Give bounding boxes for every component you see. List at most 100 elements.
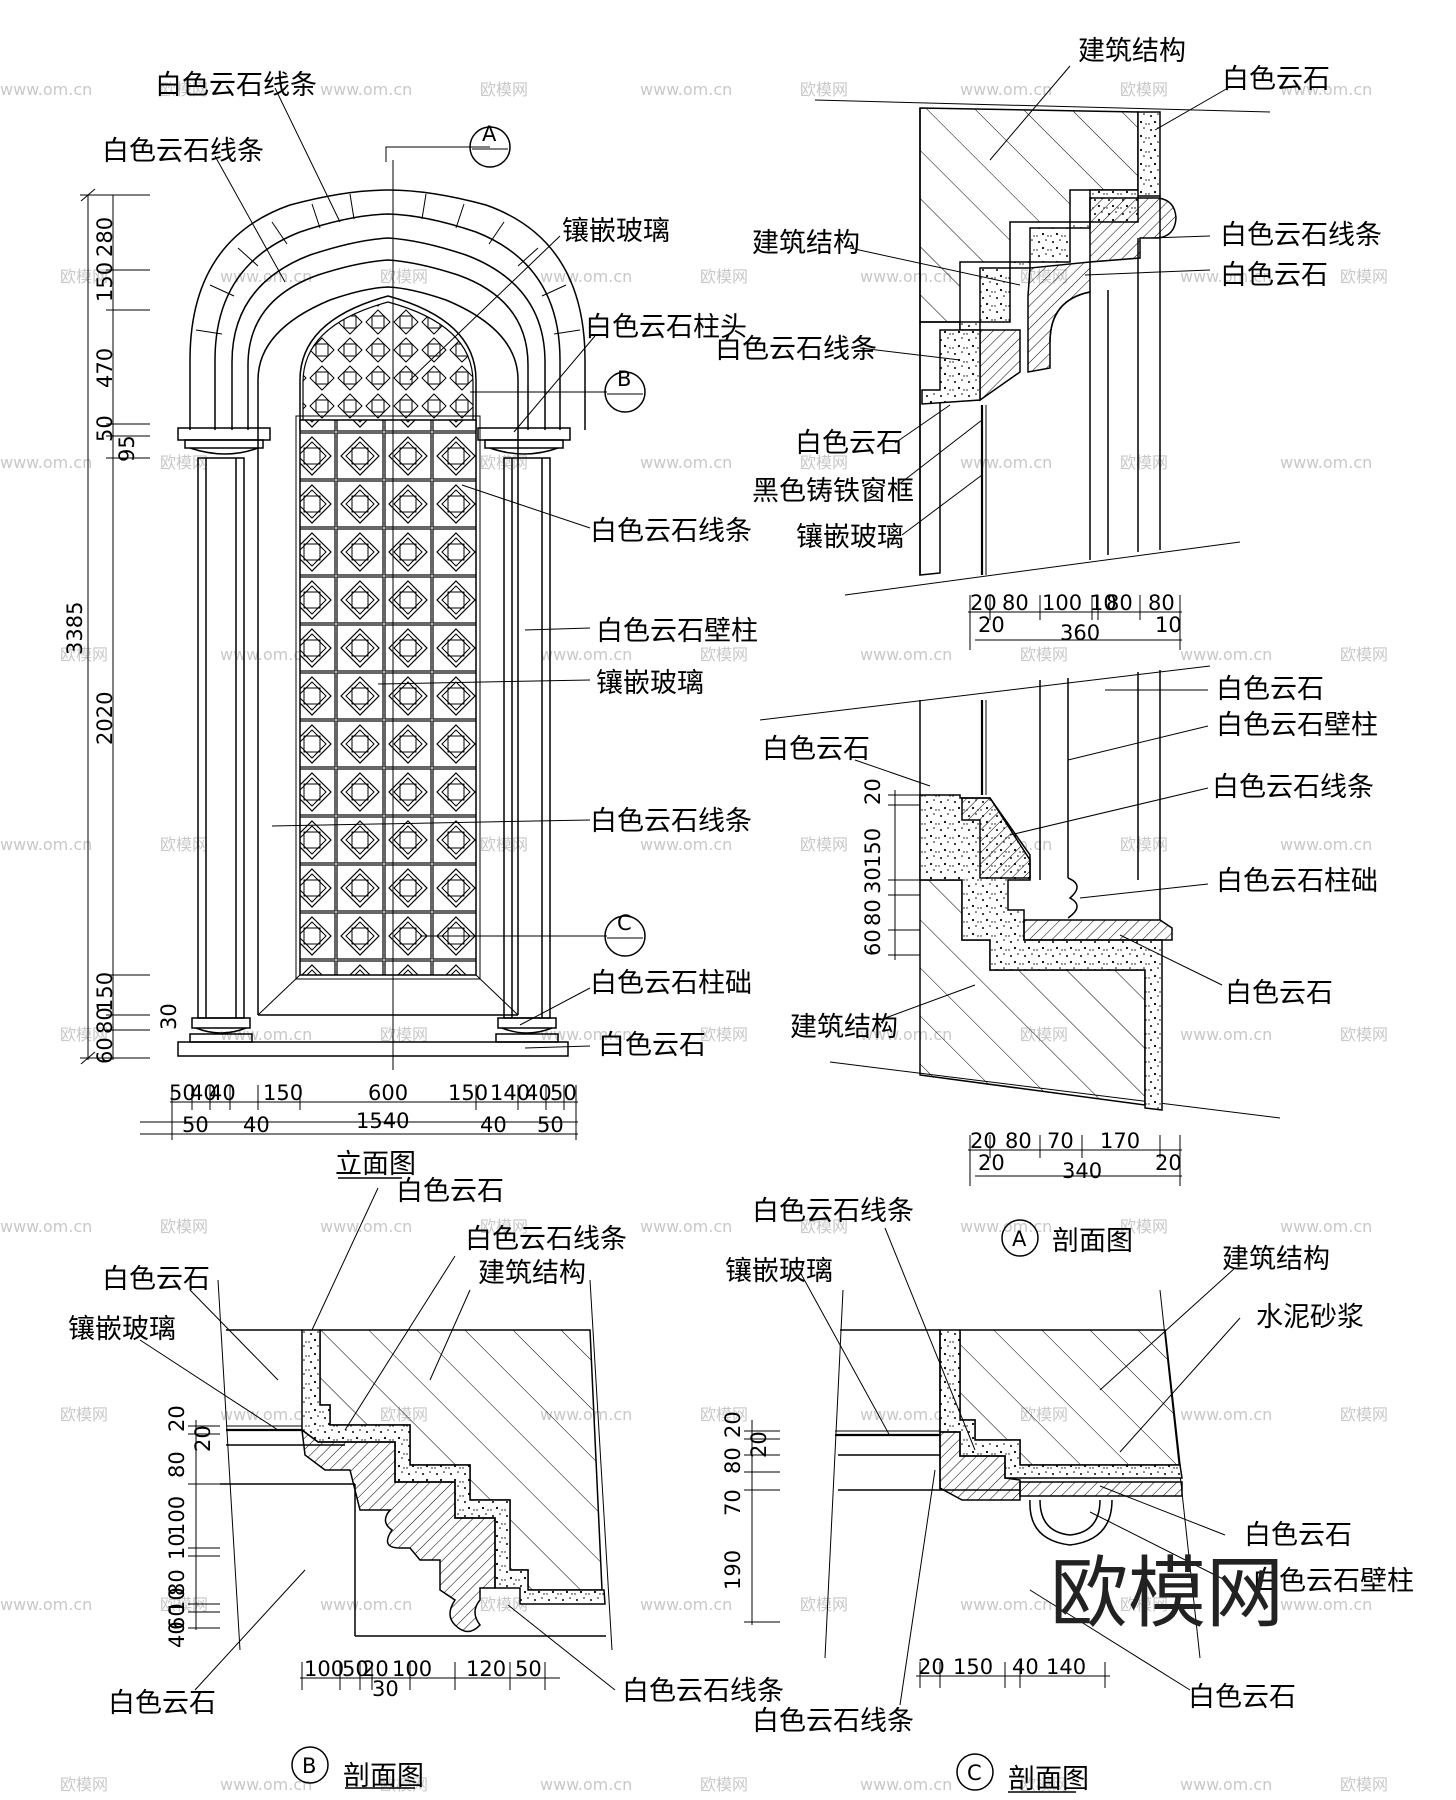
dim-v-470: 470 (93, 348, 117, 388)
dim-v-150b: 150 (93, 972, 117, 1012)
dim-c-v80: 80 (721, 1447, 745, 1474)
label-a-molding-b: 白色云石线条 (1212, 772, 1374, 803)
elevation-drawing (80, 87, 646, 1179)
dim-h-40: 40 (190, 1081, 217, 1105)
label-a-pilaster: 白色云石壁柱 (1216, 710, 1378, 741)
watermark-text: 欧模网 (1120, 453, 1168, 472)
watermark-text: www.om.cn (1180, 1405, 1272, 1424)
dim-v-280: 280 (93, 217, 117, 257)
watermark-text: www.om.cn (1280, 835, 1372, 854)
watermark-text: 欧模网 (60, 267, 108, 286)
section-a-drawing (759, 65, 1281, 1257)
watermark-text: 欧模网 (1340, 1025, 1388, 1044)
watermark-text: 欧模网 (480, 1595, 528, 1614)
dim-a-v80: 80 (861, 899, 885, 926)
section-b-labels: 白色云石 白色云石线条 建筑结构 白色云石 镶嵌玻璃 白色云石 白色云石线条 2… (68, 1176, 784, 1792)
watermark-text: 欧模网 (480, 1217, 528, 1236)
watermark-text: 欧模网 (800, 1595, 848, 1614)
watermark-text: www.om.cn (220, 1775, 312, 1794)
dim-v-2020: 2020 (93, 692, 117, 745)
watermark-text: 欧模网 (160, 80, 208, 99)
watermark-text: 欧模网 (1120, 835, 1168, 854)
label-elev-glass-mid: 镶嵌玻璃 (596, 668, 704, 699)
label-a-base: 白色云石柱础 (1216, 866, 1378, 897)
label-a-glass: 镶嵌玻璃 (796, 522, 904, 553)
brand-watermark: 欧模网 (1050, 1549, 1284, 1639)
dim-h-140: 140 (490, 1081, 530, 1105)
watermark-text: www.om.cn (320, 1595, 412, 1614)
watermark-text: www.om.cn (640, 453, 732, 472)
dim-h-40c: 40 (525, 1081, 552, 1105)
watermark-text: www.om.cn (1180, 267, 1272, 286)
dim-a-10: 10 (1090, 591, 1117, 615)
label-c-mortar: 水泥砂浆 (1256, 1302, 1364, 1333)
watermark-text: www.om.cn (640, 1217, 732, 1236)
label-c-structure: 建筑结构 (1222, 1244, 1330, 1275)
dim-b-v20: 20 (165, 1405, 189, 1432)
section-c-labels: 白色云石线条 镶嵌玻璃 建筑结构 水泥砂浆 白色云石 白色云石壁柱 白色云石 白… (721, 1196, 1414, 1795)
dim-b-50: 50 (342, 1657, 369, 1681)
watermark-text: www.om.cn (0, 1595, 92, 1614)
section-b-marker: B (302, 1754, 316, 1778)
section-a-dims: 20 80 100 10 80 80 20 360 10 20 150 30 8… (861, 591, 1182, 1183)
dim-a-360: 360 (1060, 621, 1100, 645)
dim-b-v40: 40 (165, 1621, 189, 1648)
watermark-text: 欧模网 (800, 80, 848, 99)
watermark-text: www.om.cn (0, 835, 92, 854)
watermark-text: 欧模网 (1340, 267, 1388, 286)
dim-v-80: 80 (93, 1007, 117, 1034)
dim-b-20: 20 (362, 1657, 389, 1681)
watermark-text: 欧模网 (1020, 1775, 1068, 1794)
dim-a-v20: 20 (861, 778, 885, 805)
dim-b-120: 120 (466, 1657, 506, 1681)
label-elev-molding-arch: 白色云石线条 (102, 136, 264, 167)
watermark-text: 欧模网 (700, 645, 748, 664)
watermark-text: www.om.cn (1180, 1025, 1272, 1044)
label-c-stone-1: 白色云石 (1244, 1520, 1352, 1551)
dim-c-140: 140 (1046, 1655, 1086, 1679)
marker-b-text: B (617, 367, 631, 391)
watermark-text: 欧模网 (1120, 80, 1168, 99)
label-b-stone-bottom: 白色云石 (108, 1688, 216, 1719)
label-c-glass: 镶嵌玻璃 (725, 1256, 833, 1287)
dim-b-100b: 100 (392, 1657, 432, 1681)
dim-a-20b: 20 (978, 613, 1005, 637)
label-a-structure-top: 建筑结构 (1078, 36, 1186, 67)
dim-a-b20b: 20 (978, 1151, 1005, 1175)
watermark-text: www.om.cn (860, 1775, 952, 1794)
label-elev-base: 白色云石柱础 (590, 968, 752, 999)
watermark-text: www.om.cn (960, 453, 1052, 472)
elevation-labels: 白色云石线条 白色云石线条 镶嵌玻璃 白色云石柱头 白色云石线条 白色云石壁柱 … (63, 70, 758, 1180)
watermark-text: 欧模网 (60, 1775, 108, 1794)
dim-v-3385: 3385 (63, 602, 87, 655)
watermark-text: 欧模网 (1340, 1405, 1388, 1424)
watermark-text: www.om.cn (1280, 1217, 1372, 1236)
dim-c-20: 20 (918, 1655, 945, 1679)
label-a-stone-b3: 白色云石 (1225, 978, 1333, 1009)
dim-h-40e: 40 (480, 1113, 507, 1137)
dim-a-80c: 80 (1148, 591, 1175, 615)
watermark-text: www.om.cn (0, 1217, 92, 1236)
section-c-dims: 20 20 80 70 190 20 150 40 140 (721, 1411, 1086, 1679)
watermark-text: www.om.cn (1280, 80, 1372, 99)
dim-a-80b: 80 (1106, 591, 1133, 615)
label-a-molding-2: 白色云石线条 (715, 334, 877, 365)
label-a-molding-1: 白色云石线条 (1220, 220, 1382, 251)
dim-c-v70: 70 (721, 1489, 745, 1516)
watermark-text: 欧模网 (160, 1217, 208, 1236)
label-elev-capital: 白色云石柱头 (585, 312, 747, 343)
watermark-text: www.om.cn (540, 267, 632, 286)
watermark-text: www.om.cn (640, 80, 732, 99)
dim-b-v60: 60 (165, 1603, 189, 1630)
label-c-pilaster: 白色云石壁柱 (1252, 1566, 1414, 1597)
dim-h-40b: 40 (209, 1081, 236, 1105)
section-b-title: 剖面图 (343, 1761, 424, 1792)
dim-a-100: 100 (1042, 591, 1082, 615)
dim-a-80: 80 (1002, 591, 1029, 615)
watermark-text: www.om.cn (540, 645, 632, 664)
watermark-text: 欧模网 (480, 80, 528, 99)
label-elev-stone: 白色云石 (598, 1030, 706, 1061)
watermark-text: 欧模网 (700, 267, 748, 286)
watermark-text: 欧模网 (60, 1405, 108, 1424)
elevation-title: 立面图 (335, 1149, 416, 1180)
